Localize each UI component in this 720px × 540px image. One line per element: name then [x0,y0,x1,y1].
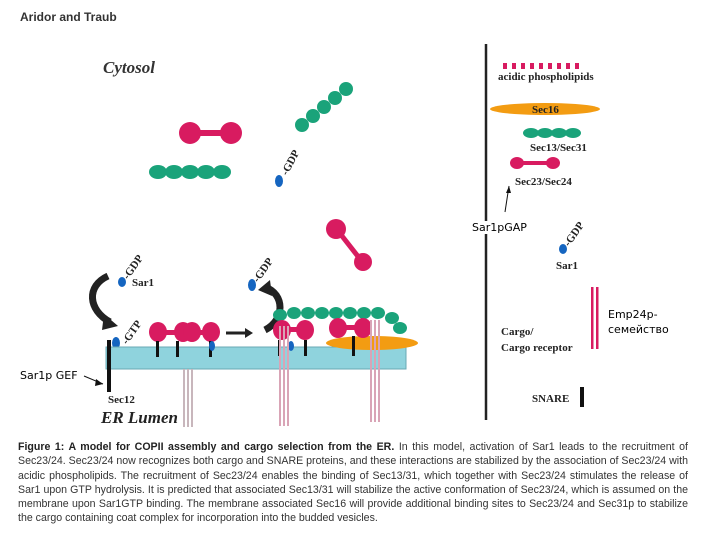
free-sec23-24-diagonal [326,219,372,271]
sar1-gtp [112,337,120,349]
legend-sec23-24-shape [510,157,560,169]
sec12-label: Sec12 [108,394,135,406]
legend-acidic-phospholipids-label: acidic phospholipids [498,71,594,83]
sar1-gdp-left [118,277,126,287]
legend-cargo-receptor-label: Cargo receptor [501,342,573,354]
sar1-membrane-1 [209,341,215,351]
sar1-label: Sar1 [132,277,154,289]
gdp-label-middle: -GDP [279,148,302,178]
er-membrane [105,346,407,370]
legend-cargo-receptor-shape [591,287,599,349]
coat-complex-3 [273,307,407,356]
emp24-callout: Emp24p- семейство [608,307,669,337]
legend-sar1-shape [559,244,567,254]
sar1p-gef-callout: Sar1p GEF [20,369,78,382]
legend-snare-label: SNARE [532,393,569,405]
sec12-post [107,340,111,392]
free-sec13-31-horizontal [149,165,231,179]
legend-sar1-label: Sar1 [556,260,578,272]
figure-caption: Figure 1: A model for COPII assembly and… [18,440,688,526]
sar1p-gap-callout: Sar1pGAP [472,221,527,234]
legend-sec16-shape [490,103,600,115]
legend-acidic-phospholipids-marks [503,63,579,69]
free-sec23-24 [179,122,242,144]
legend-sec13-31-label: Sec13/Sec31 [530,142,587,154]
legend-sec23-24-label: Sec23/Sec24 [515,176,572,188]
legend-gdp-label: -GDP [562,220,587,249]
legend-snare-shape [580,387,584,407]
sar1-gdp-right [248,279,256,291]
caption-lead: Figure 1: A model for COPII assembly and… [18,441,395,453]
legend-cargo-label: Cargo/ [501,326,534,338]
author-header: Aridor and Traub [20,10,117,24]
cytosol-label: Cytosol [103,58,155,77]
legend-sec16-label: Sec16 [532,104,559,116]
gtp-label: -GTP [120,318,145,347]
er-lumen-label: ER Lumen [101,408,178,427]
cargo-receptors [183,320,380,427]
sar1-membrane-2 [288,341,294,351]
free-sec13-31-diagonal [295,82,353,132]
legend-sec13-31-shape [523,128,581,138]
sar1-gdp-middle [275,175,283,187]
caption-body: In this model, activation of Sar1 leads … [18,441,689,525]
exchange-arrow [89,272,112,326]
